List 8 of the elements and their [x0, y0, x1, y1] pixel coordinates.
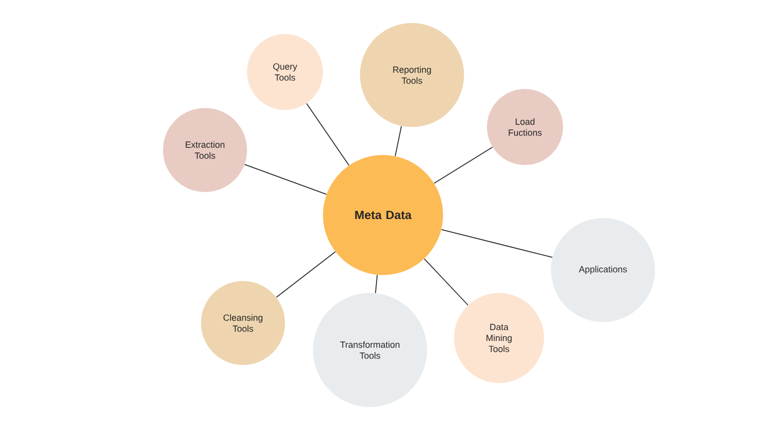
connector-line — [434, 146, 493, 184]
connector-line — [276, 251, 336, 298]
connector-line — [394, 126, 402, 156]
connector-line — [424, 258, 468, 306]
connector-line — [440, 229, 553, 258]
connector-line — [306, 103, 350, 166]
connector-line — [244, 164, 327, 195]
connector-line — [375, 274, 378, 294]
